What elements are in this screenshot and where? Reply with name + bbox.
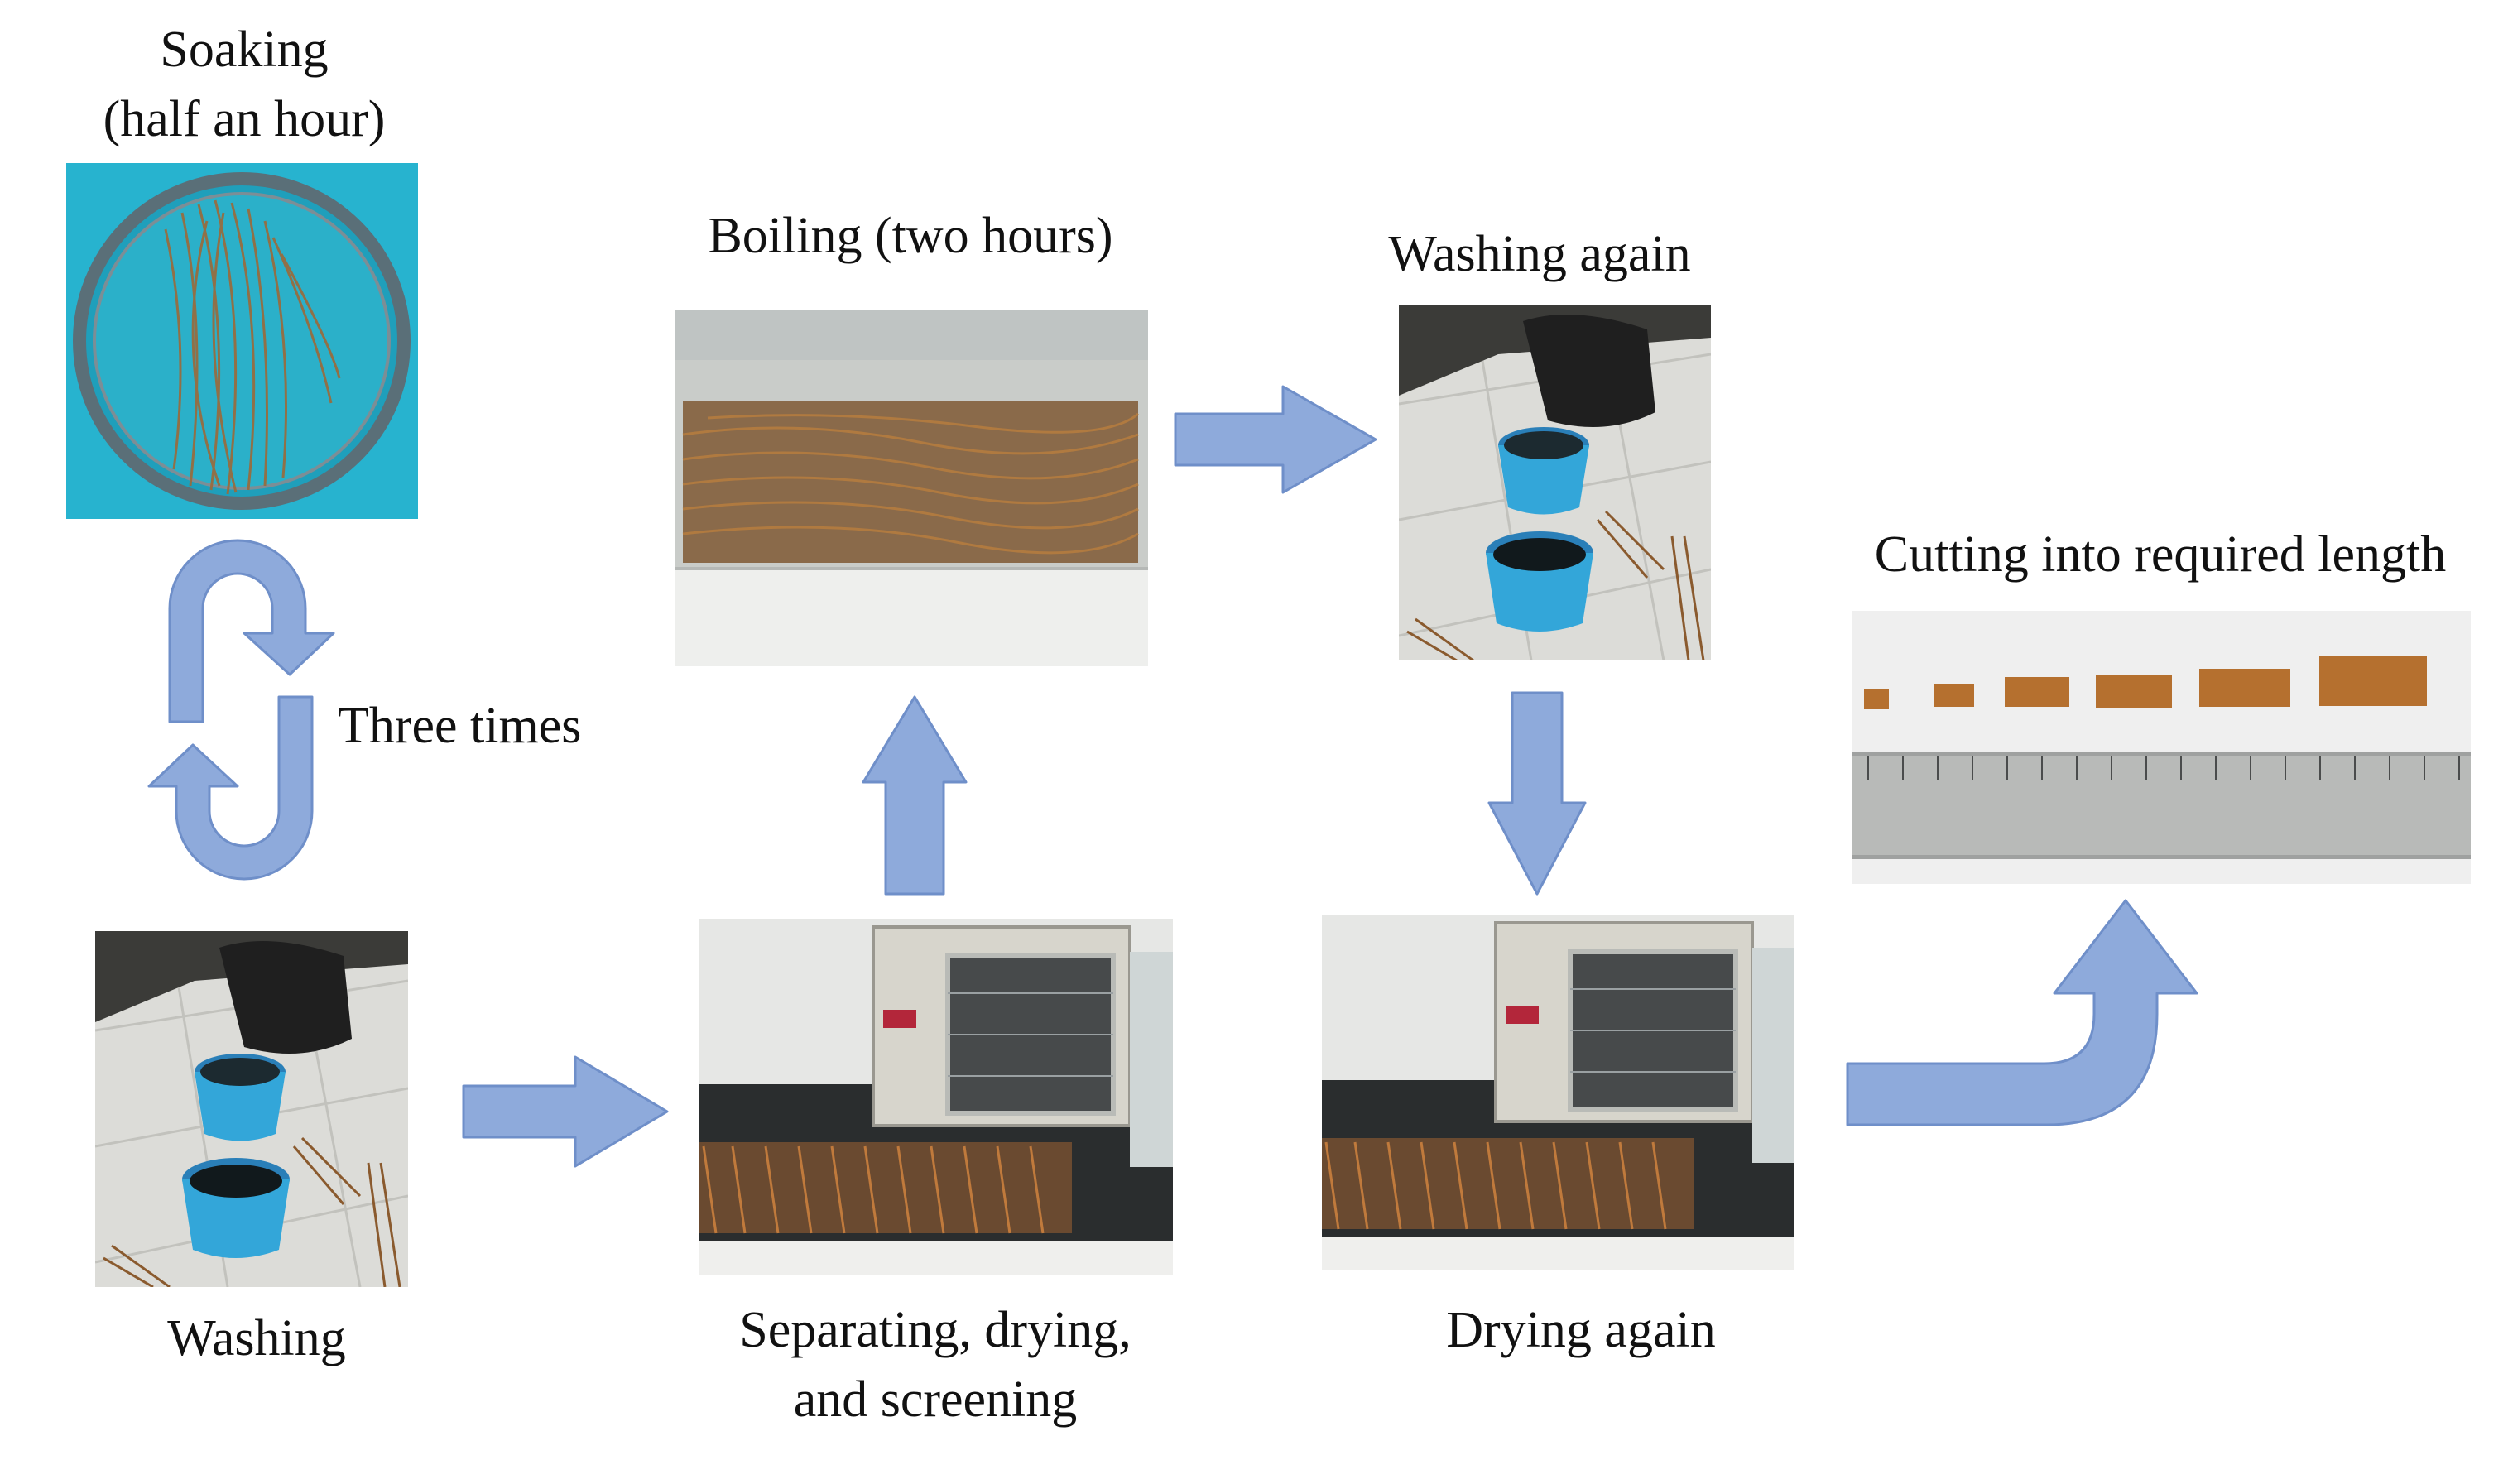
washing-photo [95, 931, 408, 1287]
cutting-photo [1852, 611, 2471, 884]
soaking-photo [66, 163, 418, 519]
cutting-photo-drawing [1852, 611, 2471, 884]
washing-again-photo [1399, 305, 1711, 660]
washing-label: Washing [167, 1310, 346, 1366]
soaking-photo-drawing [66, 163, 418, 519]
boiling-photo-drawing [675, 310, 1148, 666]
arrow-boiling-to-washing-again [1174, 385, 1377, 494]
separating-label-line1: Separating, drying, [739, 1302, 1131, 1358]
washing-photo-drawing [95, 931, 408, 1287]
cutting-label: Cutting into required length [1874, 526, 2447, 583]
soaking-label: Soaking (half an hour) [66, 15, 422, 154]
loop-arrow-lower [147, 695, 314, 881]
arrow-drying-again-to-cutting [1846, 899, 2198, 1126]
separating-label: Separating, drying, and screening [687, 1295, 1184, 1434]
separating-photo [699, 919, 1173, 1275]
arrow-washing-again-to-drying-again [1487, 691, 1587, 896]
separating-photo-drawing [699, 919, 1173, 1275]
loop-arrow-upper [168, 539, 335, 723]
drying-again-photo-drawing [1322, 915, 1794, 1270]
arrow-separating-to-boiling [862, 695, 968, 896]
drying-again-label: Drying again [1446, 1302, 1716, 1358]
drying-again-photo [1322, 915, 1794, 1270]
washing-again-label: Washing again [1388, 226, 1691, 282]
separating-label-line2: and screening [793, 1371, 1078, 1428]
soaking-label-line1: Soaking [160, 22, 329, 78]
arrow-washing-to-separating [462, 1055, 669, 1168]
boiling-label: Boiling (two hours) [708, 208, 1113, 264]
washing-again-photo-drawing [1399, 305, 1711, 660]
three-times-label: Three times [338, 698, 582, 754]
soaking-label-line2: (half an hour) [103, 91, 386, 147]
boiling-photo [675, 310, 1148, 666]
